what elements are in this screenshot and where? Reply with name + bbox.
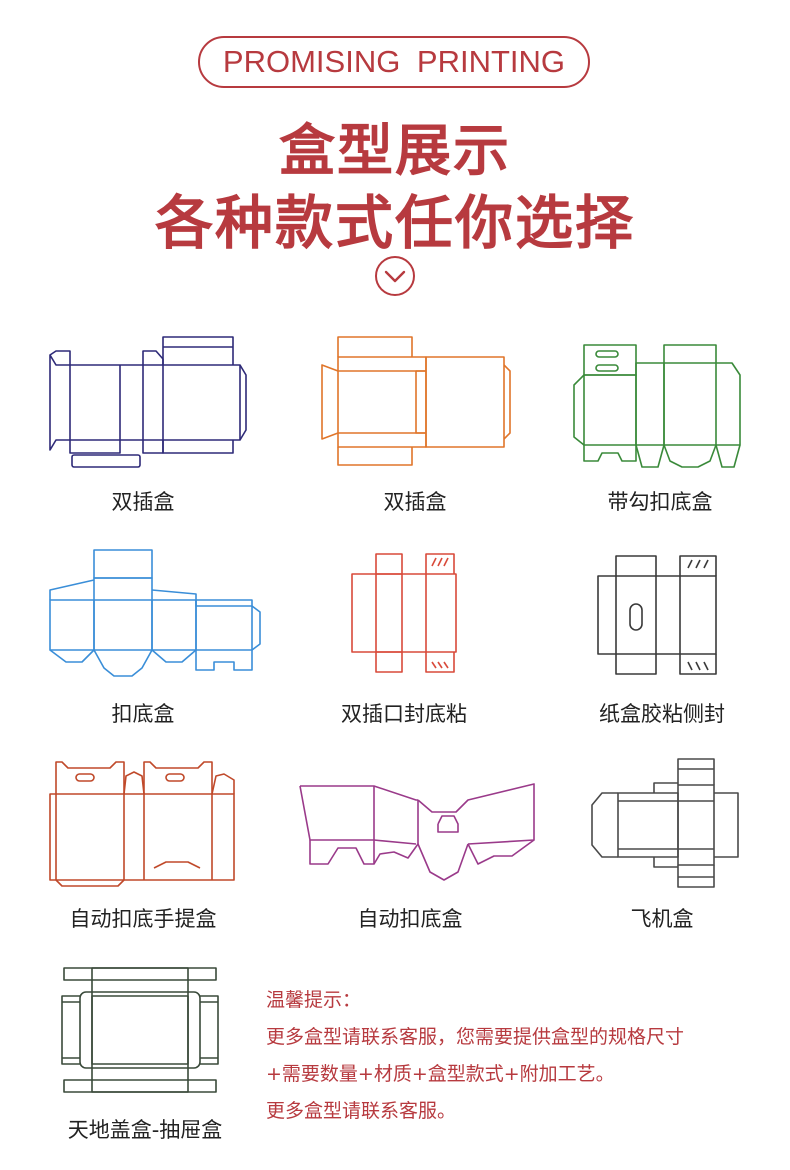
box-diagram-6 xyxy=(597,555,717,675)
tips-line-3: 更多盒型请联系客服。 xyxy=(266,1100,457,1122)
box-diagram-7 xyxy=(49,761,235,887)
box-diagram-8 xyxy=(299,783,535,881)
box-label-9: 飞机盒 xyxy=(630,907,694,931)
box-label-4: 扣底盒 xyxy=(111,702,175,726)
box-diagram-2 xyxy=(321,336,511,466)
box-diagram-4 xyxy=(49,549,261,677)
box-diagram-9 xyxy=(591,758,739,888)
box-label-7: 自动扣底手提盒 xyxy=(69,907,217,931)
box-label-10: 天地盖盒-抽屉盒 xyxy=(67,1118,223,1142)
page-title: 盒型展示 xyxy=(279,119,511,184)
box-diagram-10 xyxy=(61,967,219,1093)
box-label-2: 双插盒 xyxy=(383,490,447,514)
tips-title: 温馨提示： xyxy=(266,989,362,1011)
tips-line-2: +需要数量+材质+盒型款式+附加工艺。 xyxy=(266,1063,615,1085)
chevron-down-circle-icon[interactable] xyxy=(374,255,416,297)
tips-line-1: 更多盒型请联系客服，您需要提供盒型的规格尺寸 xyxy=(266,1026,685,1048)
box-diagram-5 xyxy=(351,553,457,673)
box-label-5: 双插口封底粘 xyxy=(341,702,467,726)
page-subtitle: 各种款式任你选择 xyxy=(154,189,635,257)
box-label-1: 双插盒 xyxy=(111,490,175,514)
box-diagram-1 xyxy=(49,336,247,468)
box-label-6: 纸盒胶粘侧封 xyxy=(599,702,725,726)
brand-badge: PROMISING PRINTING xyxy=(198,36,590,88)
box-label-8: 自动扣底盒 xyxy=(357,907,463,931)
box-label-3: 带勾扣底盒 xyxy=(607,490,713,514)
tips-panel: 温馨提示： 更多盒型请联系客服，您需要提供盒型的规格尺寸 +需要数量+材质+盒型… xyxy=(266,982,766,1130)
box-diagram-3 xyxy=(573,344,741,468)
